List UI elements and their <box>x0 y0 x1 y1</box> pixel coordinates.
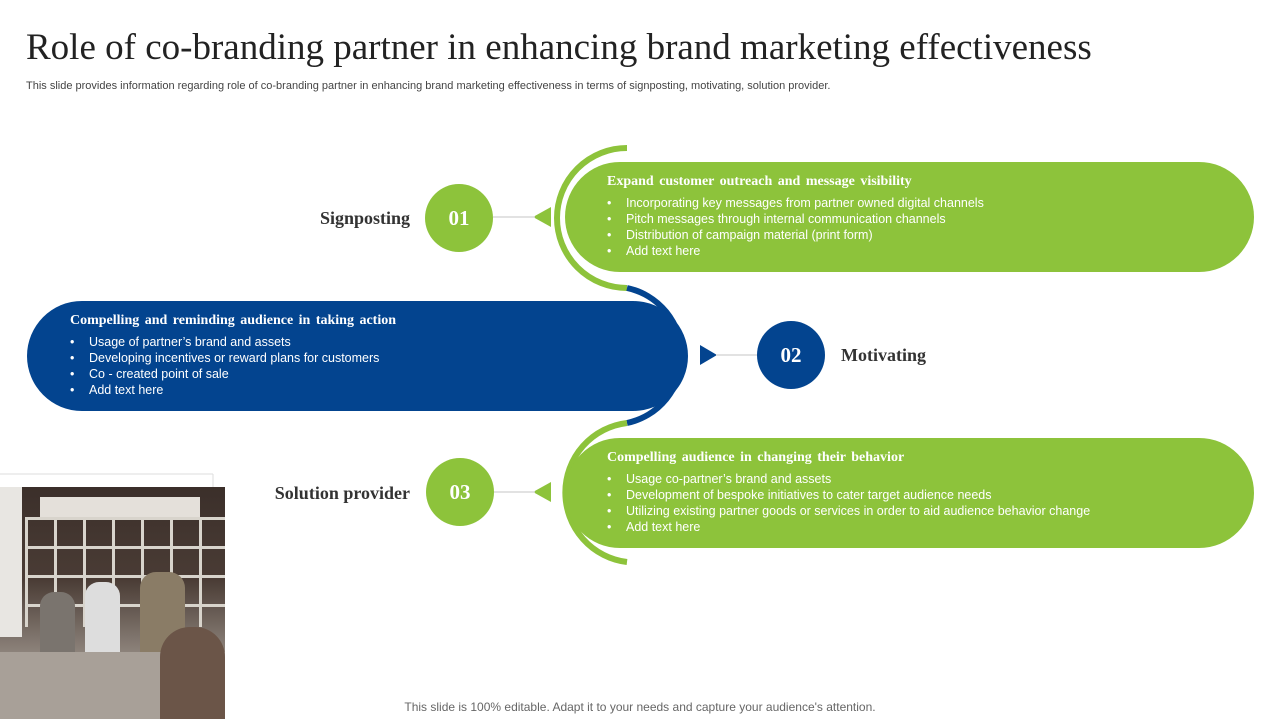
step-circle-01: 01 <box>425 184 493 252</box>
card-heading: Compelling audience in changing their be… <box>607 450 905 465</box>
label-motivating: Motivating <box>841 345 926 365</box>
card-signposting: Expand customer outreach and message vis… <box>565 162 1254 272</box>
bullet: Developing incentives or reward plans fo… <box>70 350 688 366</box>
bullet: Distribution of campaign material (print… <box>607 227 1254 243</box>
label-solution-provider: Solution provider <box>274 483 410 503</box>
bullet: Incorporating key messages from partner … <box>607 195 1254 211</box>
page-title: Role of co-branding partner in enhancing… <box>26 27 1092 68</box>
bullet: Utilizing existing partner goods or serv… <box>607 503 1254 519</box>
bullet: Usage of partner’s brand and assets <box>70 334 688 350</box>
arc-01 <box>554 145 628 291</box>
pointer-02 <box>700 345 717 365</box>
bullet: Pitch messages through internal communic… <box>607 211 1254 227</box>
page-subtitle: This slide provides information regardin… <box>26 80 831 92</box>
pointer-03 <box>533 482 551 502</box>
bullet: Add text here <box>70 382 688 398</box>
card-solution-provider: Compelling audience in changing their be… <box>565 438 1254 548</box>
label-signposting: Signposting <box>319 208 410 228</box>
card-heading: Expand customer outreach and message vis… <box>607 174 912 189</box>
card-motivating: Compelling and reminding audience in tak… <box>27 301 688 411</box>
pointer-01 <box>533 207 551 227</box>
step-circle-02: 02 <box>757 321 825 389</box>
bullet: Add text here <box>607 519 1254 535</box>
step-circle-03: 03 <box>426 458 494 526</box>
bullet: Development of bespoke initiatives to ca… <box>607 487 1254 503</box>
bullet: Co - created point of sale <box>70 366 688 382</box>
footer-note: This slide is 100% editable. Adapt it to… <box>404 700 876 714</box>
card-heading: Compelling and reminding audience in tak… <box>70 313 397 328</box>
bullet: Usage co-partner’s brand and assets <box>607 471 1254 487</box>
office-team-photo <box>0 487 225 719</box>
bullet: Add text here <box>607 243 1254 259</box>
